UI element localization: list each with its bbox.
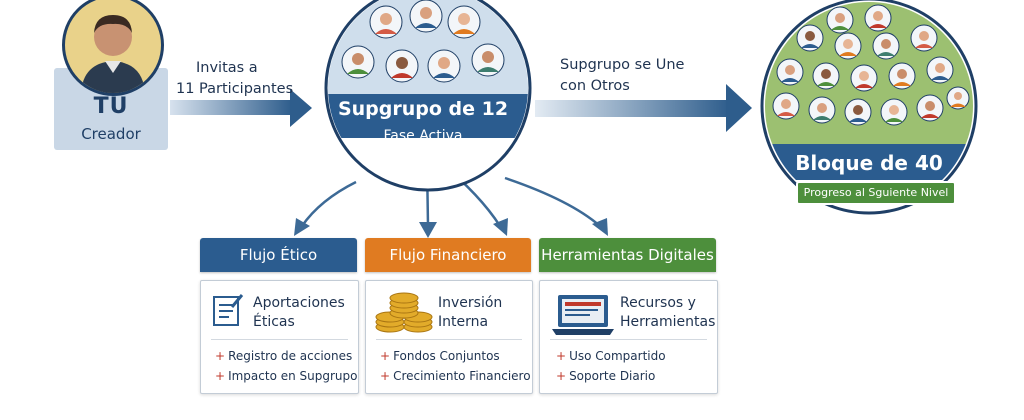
laptop-icon (552, 295, 614, 335)
flow-title-etico-2: Éticas (253, 314, 295, 330)
flow-column-herramientas: Herramientas Digitales (539, 238, 716, 272)
list-item: +Uso Compartido (556, 349, 666, 363)
join-line1: Supgrupo se Une (560, 57, 685, 73)
subgroup-title: Supgrupo de 12 (337, 98, 509, 120)
creator-avatar (62, 0, 164, 96)
flow-box-etico: Aportaciones Éticas +Registro de accione… (200, 280, 359, 394)
list-item: +Impacto en Supgrupo (215, 369, 358, 383)
creator-title: TÚ (93, 94, 129, 119)
list-item: +Fondos Conjuntos (380, 349, 500, 363)
join-arrow (535, 84, 752, 132)
subgroup-subtitle: Fase Activa (383, 128, 463, 144)
flow-header-herramientas: Herramientas Digitales (539, 238, 716, 272)
flow-title-herramientas-2: Herramientas (620, 314, 716, 330)
coins-icon (375, 292, 433, 333)
invite-arrow (170, 89, 312, 127)
flow-column-financiero: Flujo Financiero (365, 238, 531, 272)
creator-subtitle: Creador (81, 125, 141, 143)
flow-title-herramientas-1: Recursos y (620, 295, 696, 311)
list-item: +Registro de acciones (215, 349, 353, 363)
list-item: +Soporte Diario (556, 369, 656, 383)
block-title: Bloque de 40 (795, 151, 943, 175)
invite-text: Invitas a 11 Participantes (176, 58, 293, 100)
join-line2: con Otros (560, 78, 630, 94)
block-avatars (772, 4, 970, 126)
checklist-icon (213, 294, 244, 326)
flow-title-etico-1: Aportaciones (253, 295, 345, 311)
block-circle (760, 0, 978, 215)
flow-header-financiero: Flujo Financiero (365, 238, 531, 272)
block-badge: Progreso al Sguiente Nivel (796, 181, 956, 205)
flow-box-herramientas: Recursos y Herramientas +Uso Compartido … (539, 280, 718, 394)
flow-header-etico: Flujo Ético (200, 238, 357, 272)
invite-line1: Invitas a (196, 60, 258, 76)
subgroup-avatars (341, 0, 505, 83)
flow-column-etico: Flujo Ético (200, 238, 357, 272)
subgroup-circle (324, 0, 532, 192)
join-text: Supgrupo se Une con Otros (560, 55, 684, 97)
flow-title-financiero-1: Inversión Interna (438, 295, 503, 330)
invite-line2: 11 Participantes (176, 81, 294, 97)
list-item: +Crecimiento Financiero (380, 369, 531, 383)
flow-box-financiero: Inversión Interna +Fondos Conjuntos +Cre… (365, 280, 533, 394)
